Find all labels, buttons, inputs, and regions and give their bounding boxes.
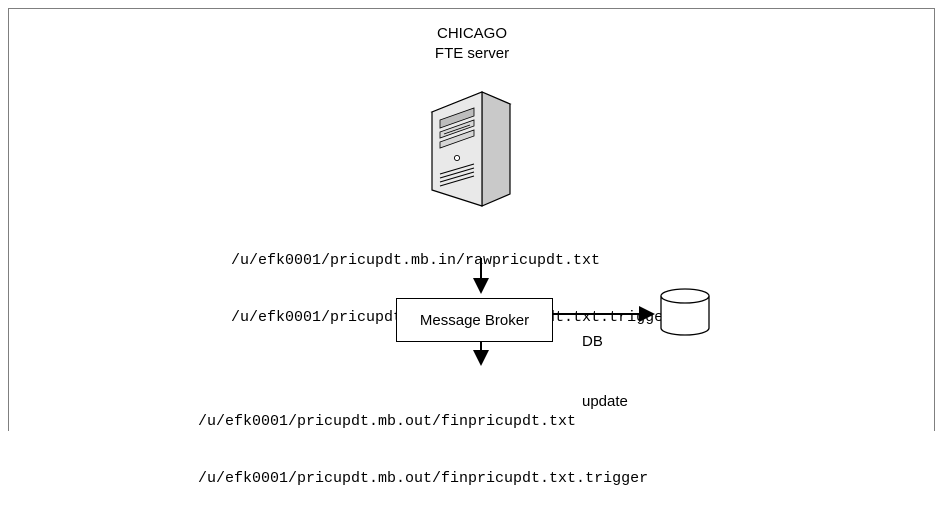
server-title: CHICAGO FTE server xyxy=(392,24,552,64)
input-path-file: /u/efk0001/pricupdt.mb.in/rawpricupdt.tx… xyxy=(231,252,601,269)
message-broker-label: Message Broker xyxy=(419,311,530,329)
database-cylinder-icon xyxy=(660,288,710,336)
output-path-file: /u/efk0001/pricupdt.mb.out/finpricupdt.t… xyxy=(198,413,577,430)
diagram-frame xyxy=(8,8,935,431)
db-update-label-line2: update xyxy=(582,393,628,410)
db-update-label: DB update xyxy=(582,292,628,432)
message-broker-box: Message Broker xyxy=(396,298,553,342)
output-path-trigger: /u/efk0001/pricupdt.mb.out/finpricupdt.t… xyxy=(198,470,649,487)
server-title-line2: FTE server xyxy=(434,45,510,62)
server-tower-icon xyxy=(430,91,512,207)
output-paths: /u/efk0001/pricupdt.mb.out/finpricupdt.t… xyxy=(198,374,648,507)
server-title-line1: CHICAGO xyxy=(436,25,507,42)
db-update-label-line1: DB xyxy=(582,333,603,350)
